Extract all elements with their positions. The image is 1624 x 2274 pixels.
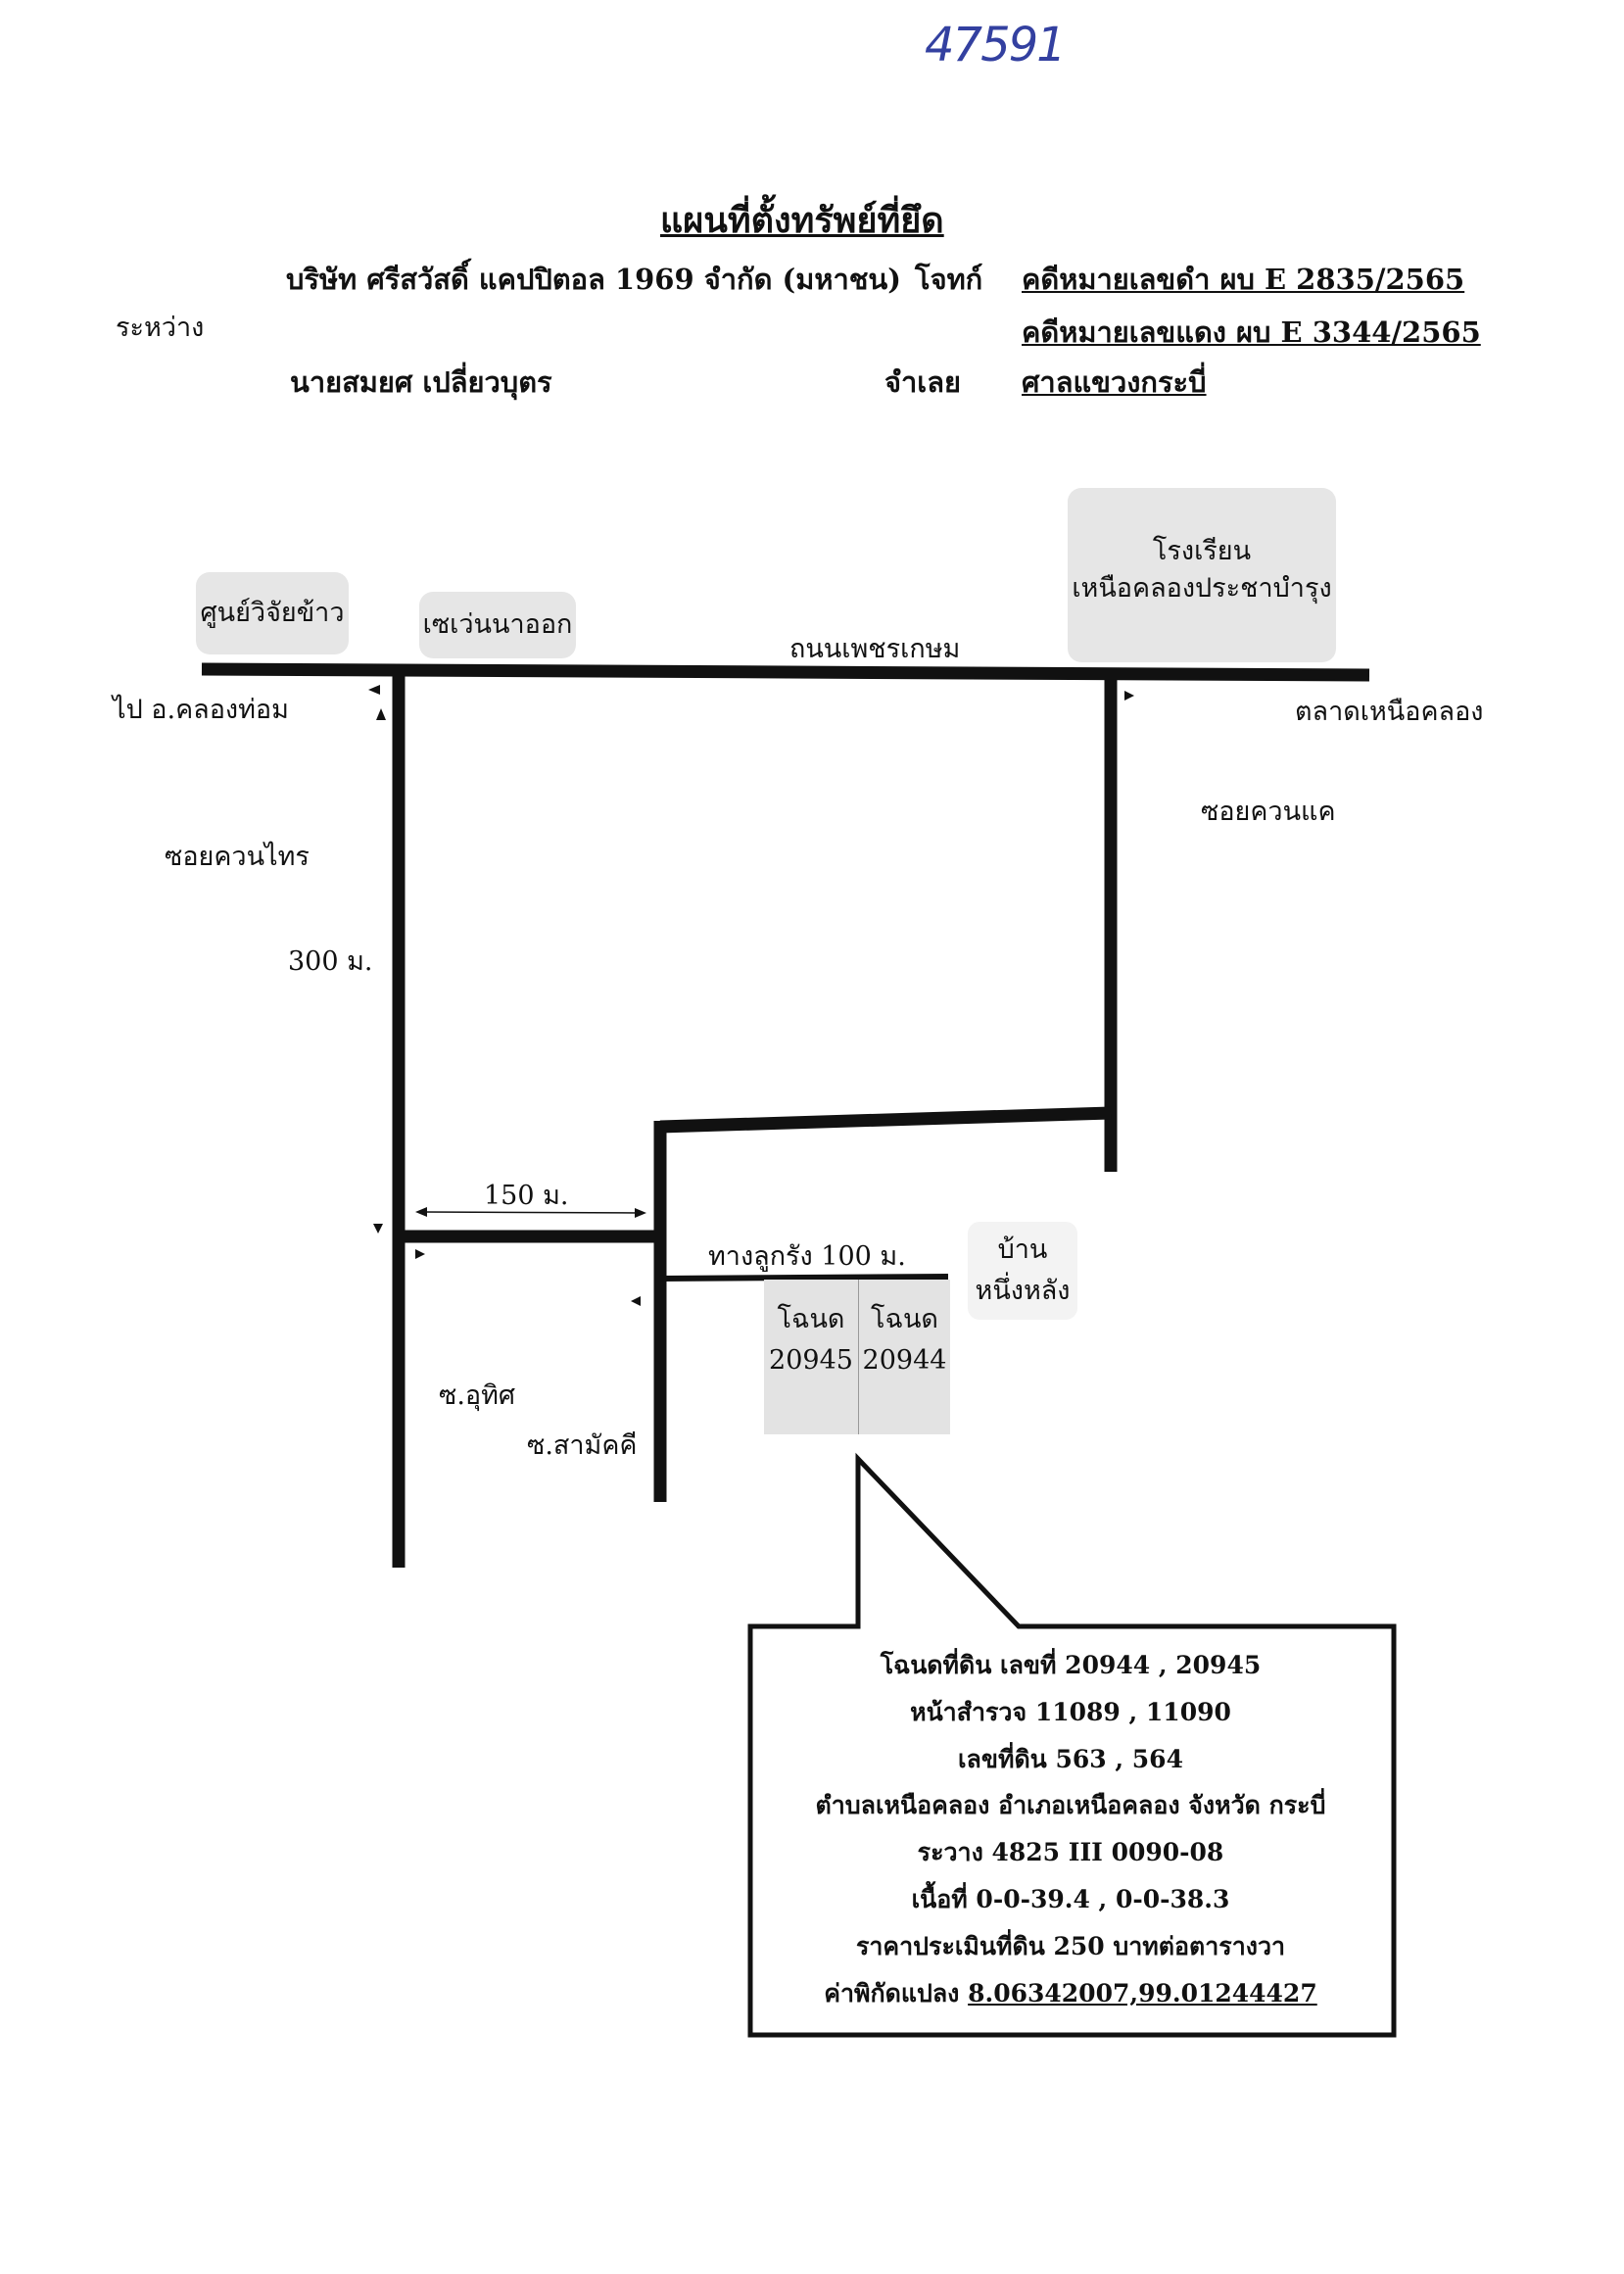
connector-road-line [659, 1106, 1112, 1134]
marker-triangle [415, 1249, 425, 1259]
landmark-seven-eleven-label: เซเว่นนาออก [422, 609, 573, 640]
gravel-path-line [659, 1274, 949, 1282]
defendant-role: จำเลย [884, 365, 961, 399]
callout-survey-pages: หน้าสำรวจ 11089 , 11090 [910, 1697, 1231, 1726]
distance-300-label: 300 ม. [288, 946, 373, 977]
callout-location: ตำบลเหนือคลอง อำเภอเหนือคลอง จังหวัด กระ… [815, 1791, 1326, 1820]
plot-deed-20944: โฉนด 20944 [858, 1280, 950, 1434]
callout-coordinates-label: ค่าพิกัดแปลง [824, 1978, 960, 2008]
landmark-house: บ้าน หนึ่งหลัง [968, 1222, 1077, 1320]
court-name: ศาลแขวงกระบี่ [1022, 365, 1207, 399]
plot-deed-20945: โฉนด 20945 [764, 1280, 858, 1434]
plot-deed-number: 20945 [769, 1345, 853, 1376]
landmark-school-line2: เหนือคลองประชาบำรุง [1072, 573, 1332, 604]
callout-area: เนื้อที่ 0-0-39.4 , 0-0-38.3 [911, 1884, 1230, 1913]
plot-deed-label: โฉนด [871, 1304, 938, 1334]
plot-deed-number: 20944 [862, 1345, 947, 1376]
landmark-house-line1: บ้าน [997, 1234, 1048, 1265]
distance-150-label: 150 ม. [484, 1181, 569, 1211]
landmark-school: โรงเรียน เหนือคลองประชาบำรุง [1068, 488, 1336, 662]
main-road-label: ถนนเพชรเกษม [789, 634, 961, 664]
dimension-arrow-left [415, 1207, 427, 1217]
dimension-150-line [422, 1211, 640, 1214]
landmark-rice-center: ศูนย์วิจัยข้าว [196, 572, 349, 654]
dimension-arrow-right [635, 1208, 646, 1218]
landmark-seven-eleven: เซเว่นนาออก [419, 592, 576, 658]
landmark-school-line1: โรงเรียน [1152, 536, 1252, 566]
callout-coordinates: ค่าพิกัดแปลง 8.06342007,99.01244427 [750, 1970, 1391, 2017]
callout-coordinates-value: 8.06342007,99.01244427 [968, 1978, 1317, 2008]
black-case-number: คดีหมายเลขดำ ผบ E 2835/2565 [1022, 263, 1465, 296]
marker-triangle [368, 685, 380, 695]
soi-uthit-label: ซ.อุทิศ [439, 1380, 516, 1411]
callout-land-numbers: เลขที่ดิน 563 , 564 [958, 1744, 1183, 1773]
between-label: ระหว่าง [116, 313, 205, 343]
soi-samakkhi-label: ซ.สามัคคี [527, 1430, 638, 1461]
callout-appraisal: ราคาประเมินที่ดิน 250 บาทต่อตารางวา [855, 1931, 1286, 1960]
red-case-number: คดีหมายเลขแดง ผบ E 3344/2565 [1022, 315, 1481, 349]
main-road-line [201, 662, 1370, 682]
callout-details: โฉนดที่ดิน เลขที่ 20944 , 20945 หน้าสำรว… [750, 1642, 1391, 2016]
plaintiff-role: โจทก์ [915, 263, 983, 296]
marker-triangle [376, 708, 386, 720]
info-callout-box [747, 1452, 1397, 2038]
marker-triangle [1124, 691, 1134, 701]
soi-khuan-sai-label: ซอยควนไทร [165, 842, 310, 872]
plaintiff-name: บริษัท ศรีสวัสดิ์ แคปปิตอล 1969 จำกัด (ม… [286, 263, 901, 296]
marker-triangle [631, 1296, 641, 1306]
handwritten-number: 47591 [925, 18, 1067, 73]
landmark-rice-center-label: ศูนย์วิจัยข้าว [200, 598, 345, 628]
plot-deed-label: โฉนด [777, 1304, 845, 1334]
page-title: แผนที่ตั้งทรัพย์ที่ยึด [660, 200, 944, 241]
market-label: ตลาดเหนือคลอง [1295, 697, 1484, 727]
soi-khuan-kae-label: ซอยควนแค [1201, 797, 1336, 827]
marker-triangle [373, 1224, 383, 1234]
callout-map-sheet: ระวาง 4825 III 0090-08 [917, 1838, 1224, 1867]
gravel-path-label: ทางลูกรัง 100 ม. [708, 1241, 906, 1272]
defendant-name: นายสมยศ เปลี่ยวบุตร [290, 365, 552, 399]
callout-deed-numbers: โฉนดที่ดิน เลขที่ 20944 , 20945 [880, 1651, 1262, 1679]
to-district-label: ไป อ.คลองท่อม [113, 695, 289, 725]
landmark-house-line2: หนึ่งหลัง [975, 1276, 1071, 1306]
